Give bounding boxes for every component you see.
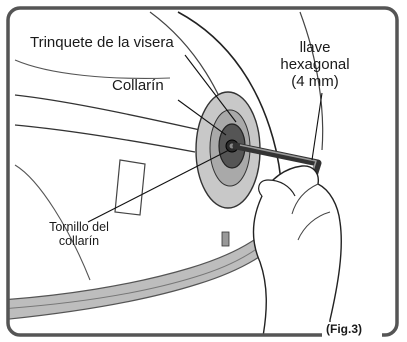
- callout-collar: Collarín: [112, 78, 164, 95]
- callout-hex-key-line-3: (4 mm): [260, 74, 370, 91]
- callout-hex-key-line-2: hexagonal: [260, 57, 370, 74]
- callout-hex-key: llave hexagonal (4 mm): [260, 40, 370, 90]
- leader-hex-key: [312, 93, 322, 160]
- callout-visor-ratchet: Trinquete de la visera: [30, 35, 174, 52]
- callout-collar-screw: Tornillo del collarín: [24, 220, 134, 248]
- vent-slot: [115, 160, 145, 215]
- figure-label: (Fig.3): [326, 323, 362, 336]
- callout-hex-key-line-1: llave: [260, 40, 370, 57]
- eye-port-upper: [15, 95, 200, 130]
- eye-port-lower: [15, 125, 195, 152]
- callout-collar-screw-line-2: collarín: [24, 234, 134, 248]
- face-opening: [15, 60, 170, 78]
- callout-collar-screw-line-1: Tornillo del: [24, 220, 134, 234]
- shell-latch: [222, 232, 229, 246]
